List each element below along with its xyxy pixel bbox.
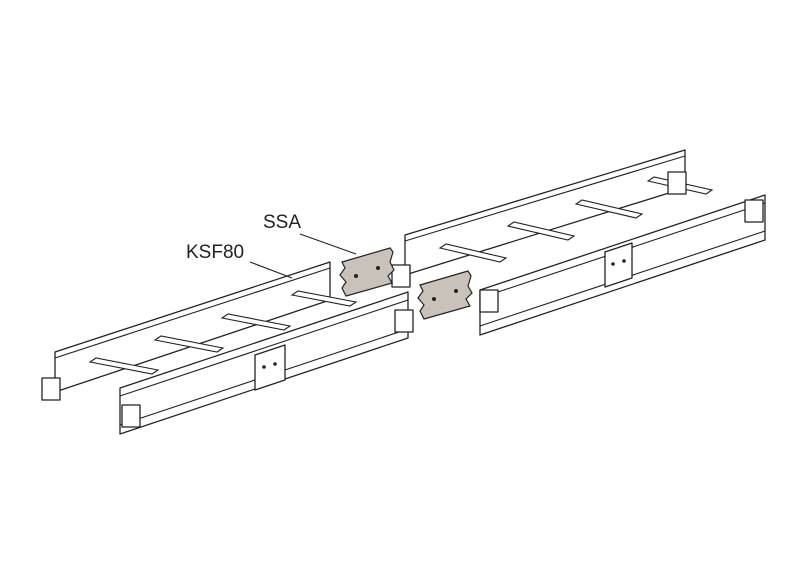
ksf80-label: KSF80: [186, 242, 245, 263]
right-joint-plate: [604, 242, 633, 288]
left-joint-plate: [254, 344, 286, 391]
splice-plate-lower: [417, 270, 473, 320]
ssa-leader-line: [299, 233, 357, 255]
splice-plate-upper: [339, 247, 395, 297]
left-ladder-section: [41, 261, 414, 435]
ksf80-leader-line: [249, 261, 293, 279]
ssa-label: SSA: [263, 212, 302, 233]
right-ladder-section: [391, 149, 766, 336]
left-rungs: [88, 290, 358, 375]
